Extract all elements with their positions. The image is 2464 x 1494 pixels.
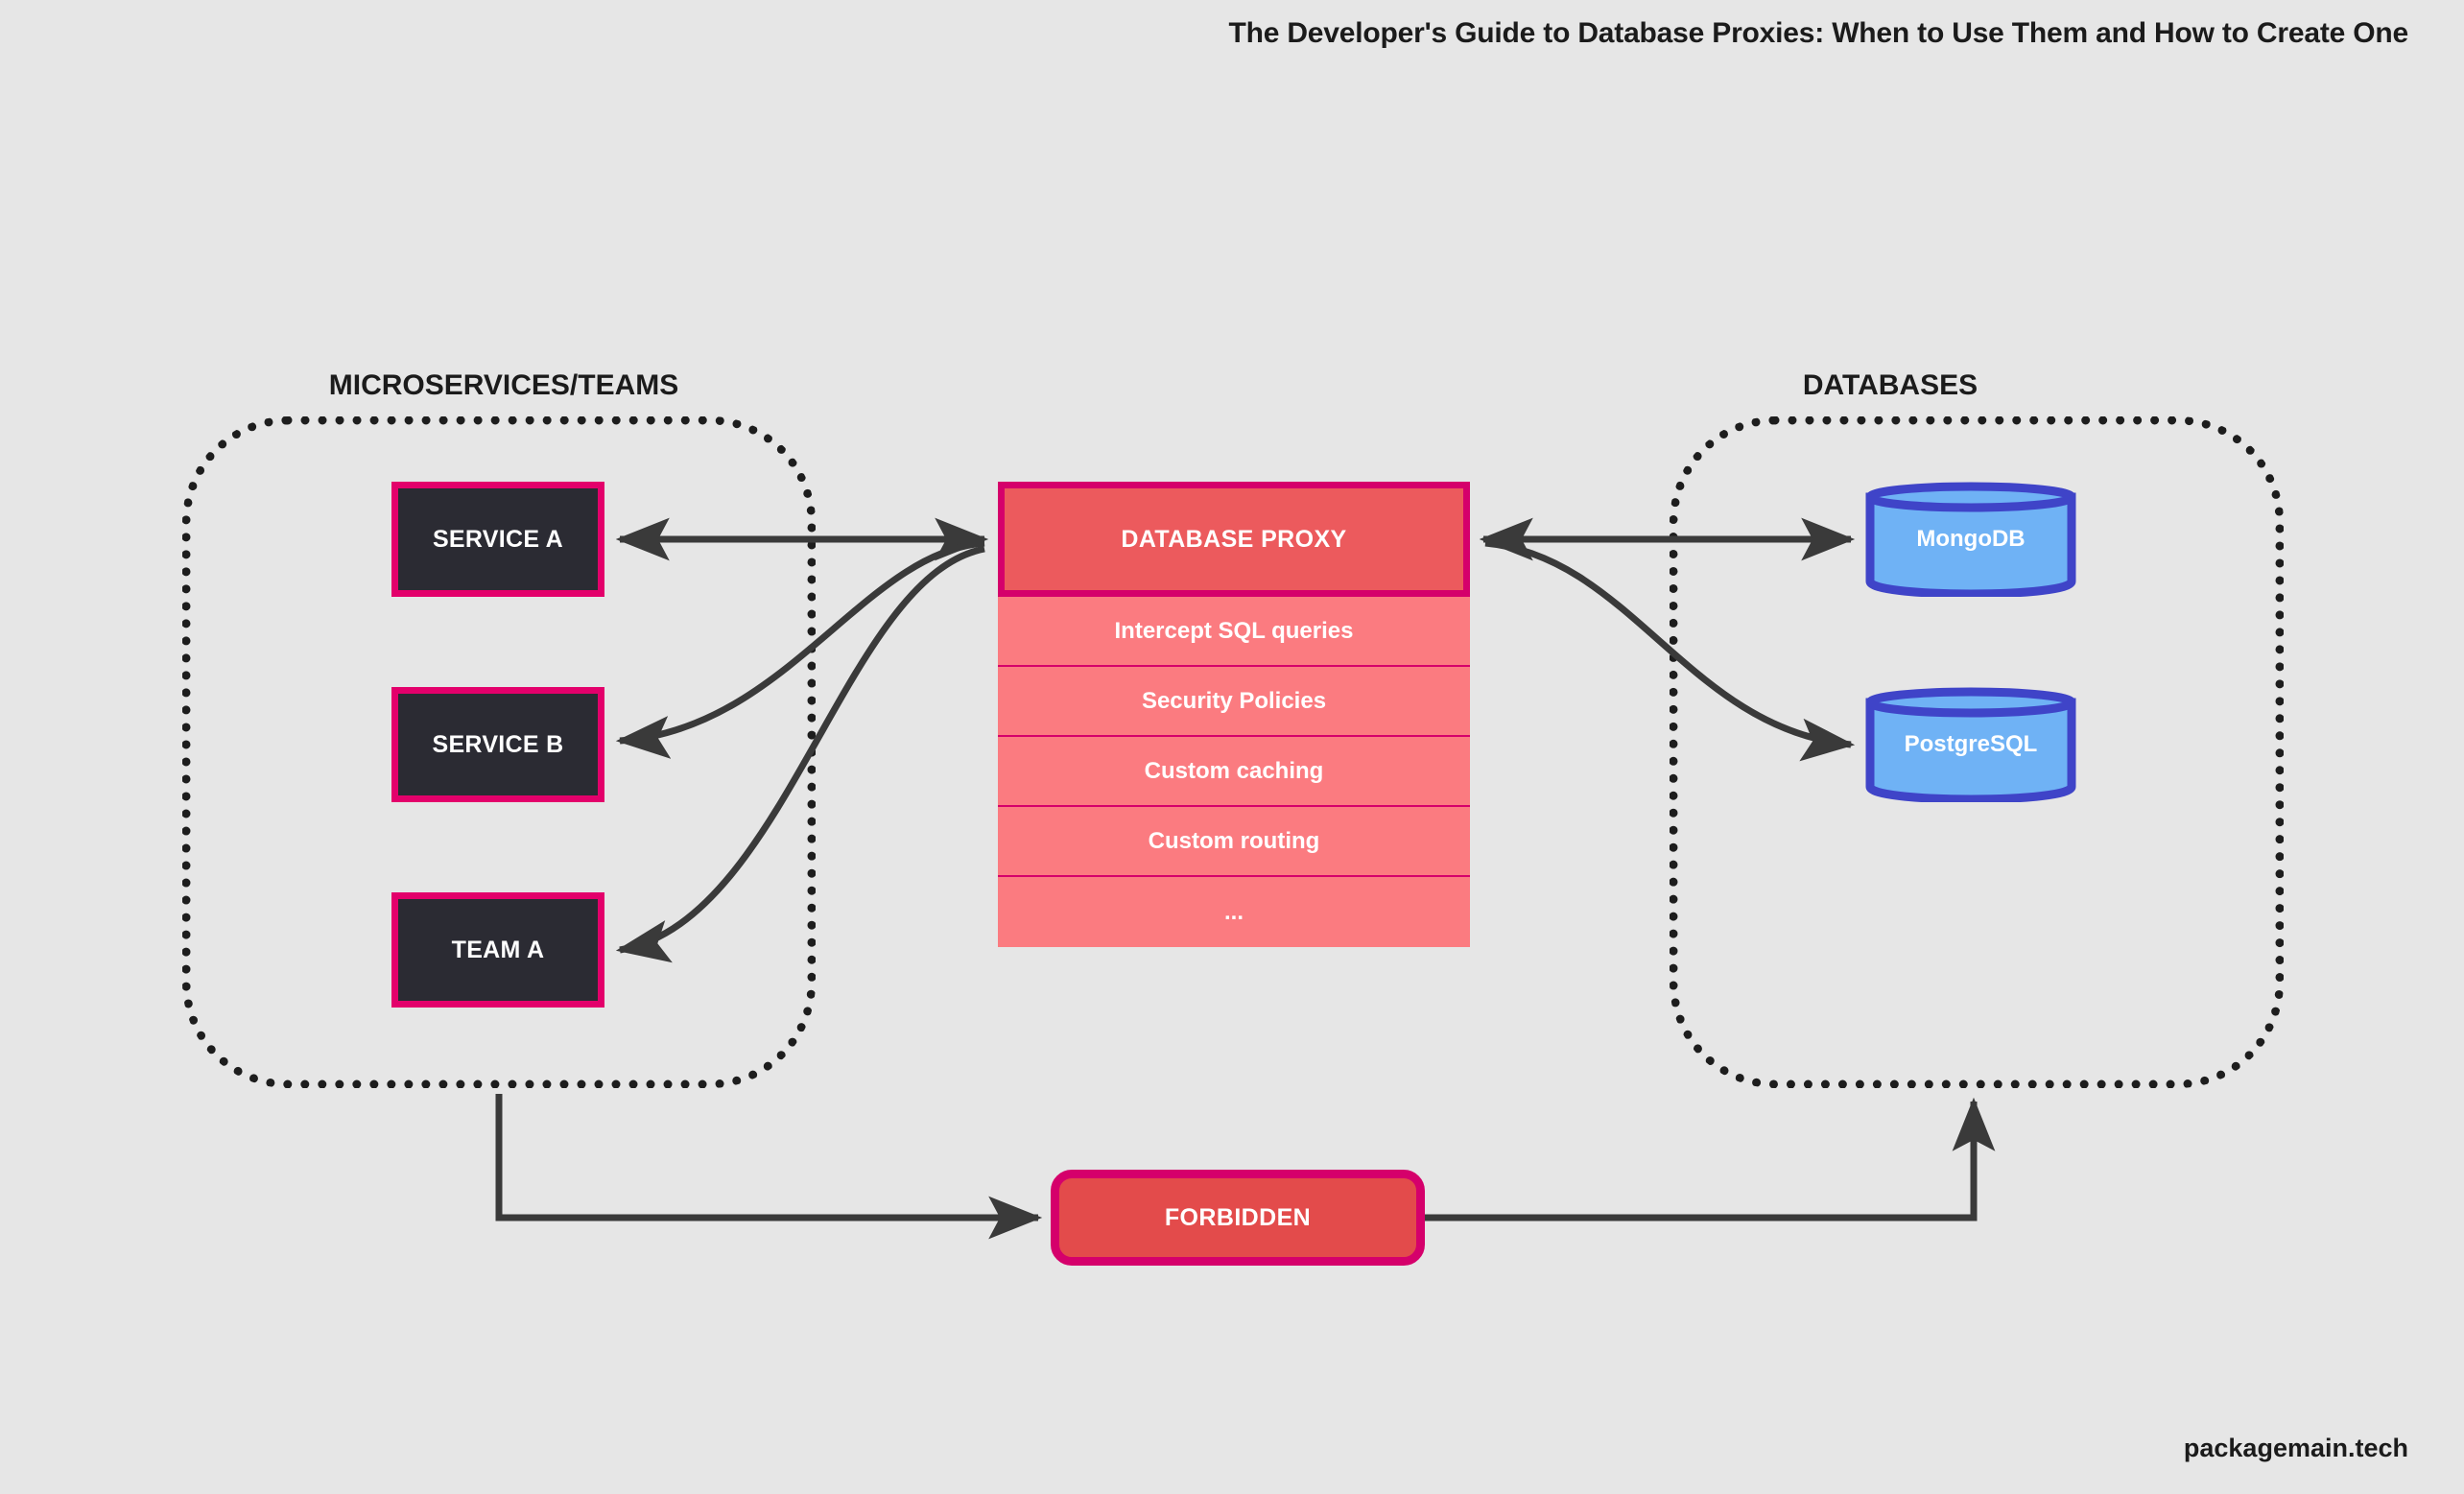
connector-forbidden-databases bbox=[1425, 1097, 1996, 1221]
forbidden-label: FORBIDDEN bbox=[1164, 1203, 1312, 1231]
proxy-feature-row[interactable]: Security Policies bbox=[998, 667, 1470, 737]
databases-group-label: DATABASES bbox=[1802, 369, 1978, 401]
proxy-header[interactable]: DATABASE PROXY bbox=[998, 482, 1470, 597]
database-cylinder-postgresql[interactable]: PostgreSQL bbox=[1864, 687, 2077, 802]
cylinder-icon bbox=[1865, 482, 2076, 597]
proxy-feature-row[interactable]: Custom caching bbox=[998, 737, 1470, 807]
databases-group-boundary bbox=[1670, 416, 2284, 1088]
proxy-feature-label: Security Policies bbox=[1141, 687, 1327, 714]
proxy-feature-label: Intercept SQL queries bbox=[1114, 617, 1354, 644]
database-cylinder-mongodb[interactable]: MongoDB bbox=[1864, 482, 2077, 597]
team-a-label: TEAM A bbox=[451, 936, 545, 963]
page-title: The Developer's Guide to Database Proxie… bbox=[1228, 17, 2408, 49]
forbidden-box[interactable]: FORBIDDEN bbox=[1051, 1170, 1425, 1266]
proxy-feature-label: Custom caching bbox=[1144, 757, 1324, 784]
service-a-label: SERVICE A bbox=[432, 525, 564, 553]
proxy-header-label: DATABASE PROXY bbox=[1121, 525, 1347, 553]
microservices-group-label: MICROSERVICES/TEAMS bbox=[328, 369, 679, 401]
proxy-feature-label: ... bbox=[1223, 898, 1244, 925]
service-b-label: SERVICE B bbox=[432, 730, 564, 758]
database-proxy-stack: DATABASE PROXY Intercept SQL queries Sec… bbox=[998, 482, 1470, 947]
service-box-service-b[interactable]: SERVICE B bbox=[391, 687, 604, 802]
proxy-feature-label: Custom routing bbox=[1148, 827, 1320, 854]
connector-microservices-forbidden bbox=[495, 1094, 1043, 1240]
service-box-team-a[interactable]: TEAM A bbox=[391, 892, 604, 1008]
proxy-feature-row[interactable]: Custom routing bbox=[998, 807, 1470, 877]
cylinder-icon bbox=[1865, 687, 2076, 802]
proxy-feature-row[interactable]: ... bbox=[998, 877, 1470, 947]
service-box-service-a[interactable]: SERVICE A bbox=[391, 482, 604, 597]
proxy-feature-row[interactable]: Intercept SQL queries bbox=[998, 597, 1470, 667]
footer-watermark: packagemain.tech bbox=[2183, 1434, 2408, 1462]
